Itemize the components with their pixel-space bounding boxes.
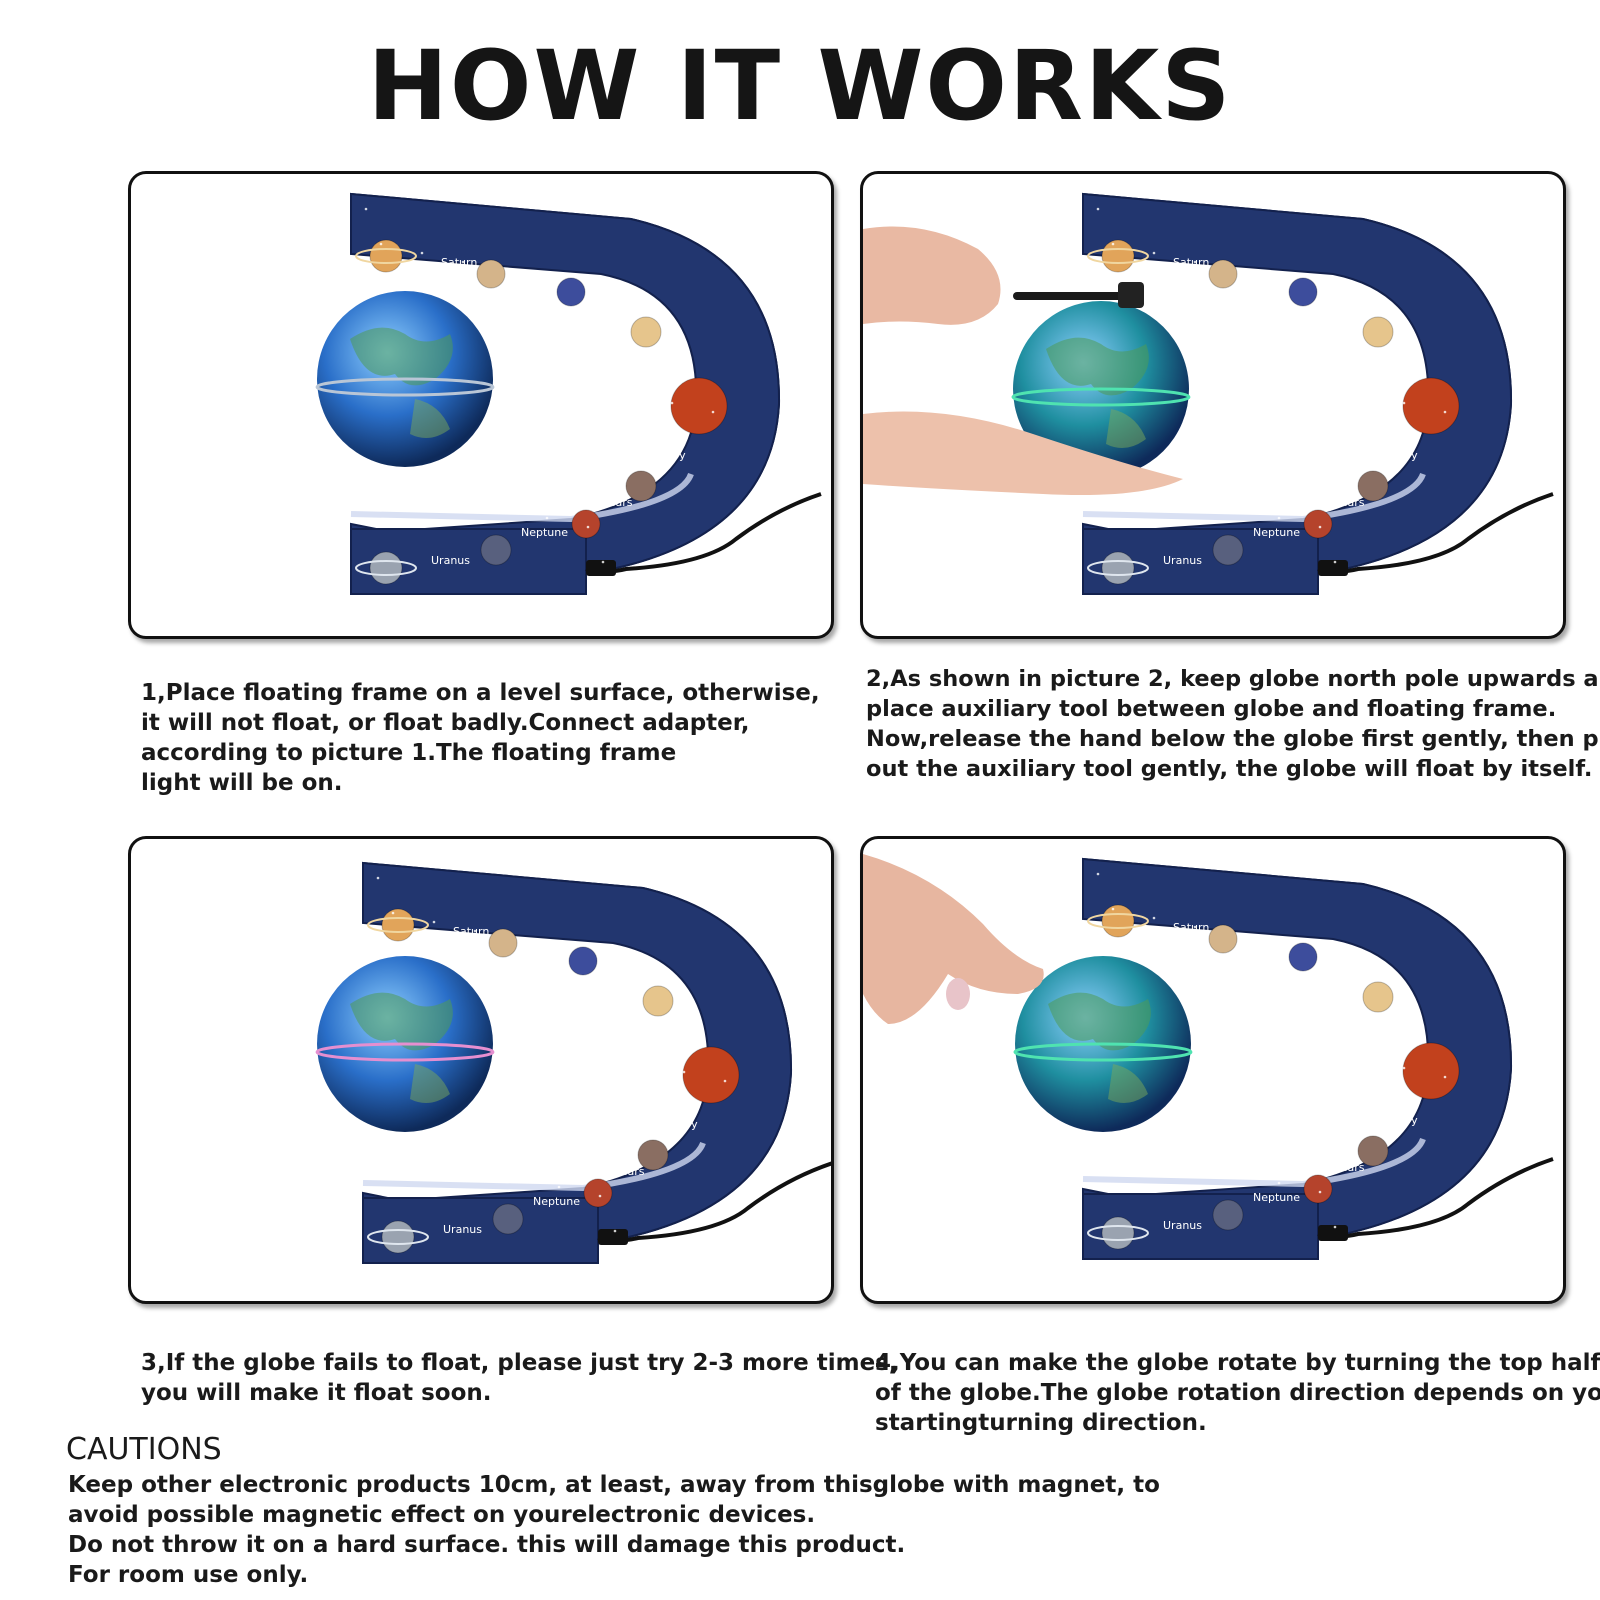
step-2-line: out the auxiliary tool gently, the globe… [866,756,1593,782]
svg-text:Sun: Sun [1373,1064,1394,1077]
caution-line: For room use only. [68,1562,309,1588]
step-4-line: 4,You can make the globe rotate by turni… [875,1350,1600,1376]
svg-text:Venus: Venus [1378,346,1411,359]
svg-text:Uranus: Uranus [1163,554,1202,567]
step-1-line: it will not float, or float badly.Connec… [141,710,750,736]
svg-text:Venus: Venus [1378,1011,1411,1024]
step-1-line: according to picture 1.The floating fram… [141,740,677,766]
svg-text:Earth: Earth [613,970,643,983]
step-1-caption: 1,Place floating frame on a level surfac… [141,678,821,798]
step-3-line: you will make it float soon. [141,1380,492,1406]
svg-text:Venus: Venus [658,1015,691,1028]
product-illustration: SaturnJupiterEarthVenusSunMercuryMarsNep… [315,861,831,1264]
step-3-line: 3,If the globe fails to float, please ju… [141,1350,898,1376]
svg-text:Jupiter: Jupiter [527,940,564,953]
floating-frame-illustration: SaturnJupiterEarthVenusSunMercuryMarsNep… [362,861,831,1264]
svg-text:Sun: Sun [641,399,662,412]
svg-text:Neptune: Neptune [533,1195,580,1208]
hand-illustration [863,226,1183,495]
step-4-line: of the globe.The globe rotation directio… [875,1380,1600,1406]
step-4-caption: 4,You can make the globe rotate by turni… [875,1348,1600,1438]
svg-text:Neptune: Neptune [521,526,568,539]
svg-text:Jupiter: Jupiter [1247,271,1284,284]
svg-text:Sun: Sun [653,1068,674,1081]
cautions-heading: CAUTIONS [66,1432,222,1467]
svg-text:Earth: Earth [1333,301,1363,314]
floating-frame-illustration: SaturnJupiterEarthVenusSunMercuryMarsNep… [1082,192,1554,595]
step-1-line: 1,Place floating frame on a level surfac… [141,680,820,706]
svg-text:Uranus: Uranus [431,554,470,567]
product-illustration: SaturnJupiterEarthVenusSunMercuryMarsNep… [863,192,1554,595]
svg-text:Mercury: Mercury [1373,1114,1418,1127]
hand-illustration [863,854,1044,1024]
svg-text:Mars: Mars [1338,1161,1365,1174]
product-illustration: SaturnJupiterEarthVenusSunMercuryMarsNep… [315,192,822,595]
svg-text:Mercury: Mercury [1373,449,1418,462]
page-title: HOW IT WORKS [367,30,1233,142]
step-2-caption: 2,As shown in picture 2, keep globe nort… [866,664,1600,784]
svg-text:Saturn: Saturn [1173,921,1209,934]
svg-text:Neptune: Neptune [1253,526,1300,539]
svg-text:Sun: Sun [1373,399,1394,412]
floating-frame-illustration: SaturnJupiterEarthVenusSunMercuryMarsNep… [350,192,822,595]
svg-text:Saturn: Saturn [1173,256,1209,269]
svg-text:Mercury: Mercury [641,449,686,462]
globe-illustration [1011,301,1191,477]
svg-text:Neptune: Neptune [1253,1191,1300,1204]
svg-text:Jupiter: Jupiter [515,271,552,284]
svg-text:Mars: Mars [618,1165,645,1178]
svg-text:Earth: Earth [601,301,631,314]
step-2-line: place auxiliary tool between globe and f… [866,696,1557,722]
step-2-line: Now,release the hand below the globe fir… [866,726,1600,752]
svg-text:Jupiter: Jupiter [1247,936,1284,949]
globe-illustration [315,291,495,467]
floating-frame-illustration: SaturnJupiterEarthVenusSunMercuryMarsNep… [1082,857,1554,1260]
svg-text:Mercury: Mercury [653,1118,698,1131]
step-1-line: light will be on. [141,770,343,796]
step-4-line: startingturning direction. [875,1410,1207,1436]
cautions-list: Keep other electronic products 10cm, at … [68,1470,1218,1590]
svg-text:Uranus: Uranus [1163,1219,1202,1232]
svg-text:Venus: Venus [646,346,679,359]
caution-line: Keep other electronic products 10cm, at … [68,1472,1160,1498]
globe-illustration [1013,956,1193,1132]
globe-illustration [315,956,495,1132]
caution-line: avoid possible magnetic effect on yourel… [68,1502,816,1528]
product-illustration: SaturnJupiterEarthVenusSunMercuryMarsNep… [863,854,1554,1260]
svg-text:Saturn: Saturn [441,256,477,269]
svg-text:Mars: Mars [606,496,633,509]
step-3-caption: 3,If the globe fails to float, please ju… [141,1348,898,1408]
caution-line: Do not throw it on a hard surface. this … [68,1532,906,1558]
svg-text:Uranus: Uranus [443,1223,482,1236]
step-2-line: 2,As shown in picture 2, keep globe nort… [866,666,1600,692]
svg-text:Saturn: Saturn [453,925,489,938]
svg-text:Mars: Mars [1338,496,1365,509]
svg-text:Earth: Earth [1333,966,1363,979]
